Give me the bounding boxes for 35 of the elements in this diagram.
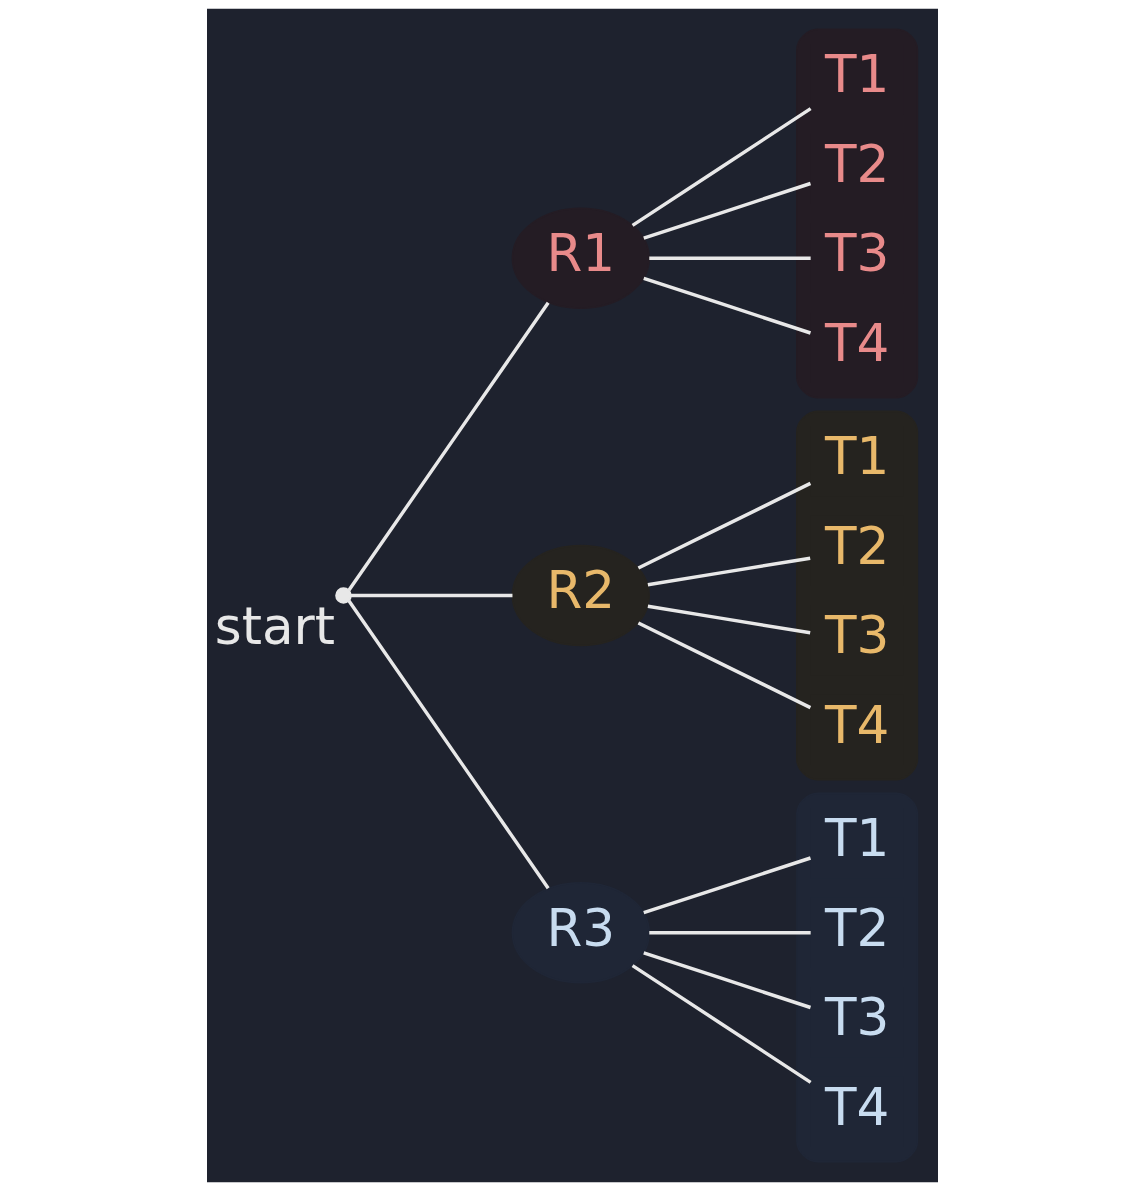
connector — [647, 556, 811, 587]
node-text: T2 — [824, 133, 890, 194]
node-text: T1 — [824, 426, 890, 487]
node-text: T3 — [824, 605, 890, 666]
cluster — [796, 792, 919, 1163]
cluster — [796, 28, 919, 399]
node-label: start — [214, 596, 336, 657]
connector — [643, 856, 812, 915]
node-circle — [335, 587, 352, 604]
connector — [643, 951, 812, 1010]
node-ellipse: R3 — [511, 882, 650, 984]
connector — [643, 181, 812, 240]
node-text: T4 — [824, 1076, 890, 1137]
connector — [637, 621, 812, 710]
node-text: T2 — [824, 515, 890, 576]
connector — [347, 301, 550, 592]
connector — [649, 256, 811, 260]
connector — [631, 107, 812, 227]
connector — [631, 964, 812, 1084]
connector — [637, 481, 812, 570]
connector — [347, 599, 550, 890]
node-text: T4 — [824, 312, 890, 373]
node-text: T1 — [824, 44, 890, 105]
connector — [649, 931, 811, 935]
connector — [643, 276, 812, 335]
node-ellipse: R1 — [511, 207, 650, 309]
node-text: T3 — [824, 987, 890, 1048]
node-text: T2 — [824, 897, 890, 958]
node-text: T1 — [824, 808, 890, 869]
node-ellipse: R2 — [511, 544, 650, 647]
node-text: T3 — [824, 223, 890, 284]
cluster — [796, 410, 919, 781]
connector — [351, 593, 513, 598]
node-text: T4 — [824, 694, 890, 755]
connector — [647, 604, 811, 635]
